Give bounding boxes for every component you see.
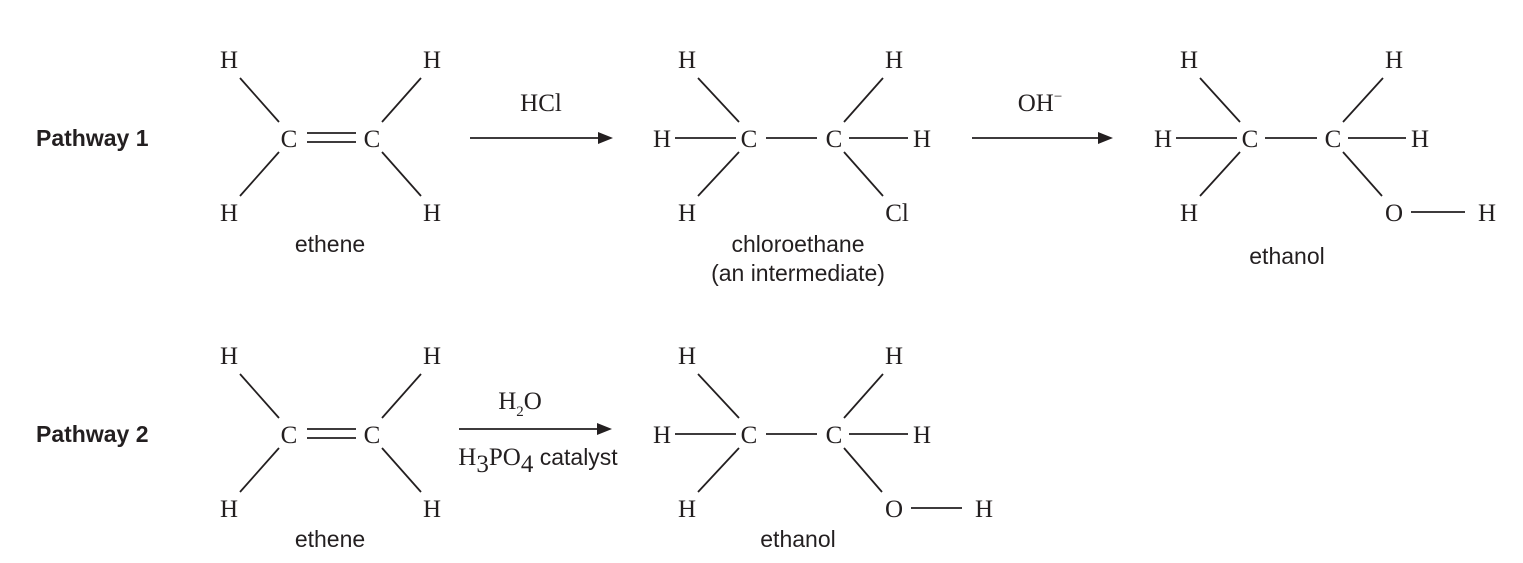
bond — [239, 151, 280, 197]
chloroethane-h-left: H — [653, 126, 671, 153]
ethene-carbon-right: C — [364, 422, 381, 449]
chloroethane-carbon-right: C — [826, 126, 843, 153]
bond — [843, 373, 884, 419]
ethanol-carbon-right: C — [826, 422, 843, 449]
bond — [239, 447, 280, 493]
arrow-head — [598, 132, 613, 144]
pathway-1-chloroethane: H H H C C H H Cl chloroethane (an interm… — [653, 47, 931, 286]
bond — [381, 151, 422, 197]
bond — [697, 447, 740, 493]
catalyst-h-subscript: 3 — [476, 451, 489, 478]
catalyst-o-subscript: 4 — [521, 451, 534, 478]
chloroethane-h-top-right: H — [885, 47, 903, 74]
pathway-2-arrow-hydration: H2O H3PO4 catalyst — [458, 388, 618, 478]
ethanol-h-right: H — [1411, 126, 1429, 153]
arrow-reagent-hydroxide: OH− — [1018, 89, 1063, 117]
pathway-1-arrow-hydroxide: OH− — [972, 89, 1113, 144]
chloroethane-carbon-left: C — [741, 126, 758, 153]
bond — [697, 77, 740, 123]
bond — [697, 373, 740, 419]
reagent-hydroxide-base: OH — [1018, 90, 1054, 117]
water-subscript: 2 — [516, 404, 524, 420]
ethene-carbon-left: C — [281, 422, 298, 449]
chloroethane-h-right: H — [913, 126, 931, 153]
bond — [1342, 151, 1383, 197]
pathway-2-ethene: H H C C H H ethene — [220, 343, 441, 552]
catalyst-h: H — [458, 444, 476, 471]
pathway-1-label: Pathway 1 — [36, 125, 149, 151]
pathway-1: Pathway 1 H H C C H H ethene HCl H H — [36, 47, 1496, 286]
reagent-hydroxide-charge: − — [1054, 89, 1062, 105]
ethene-h-bottom-right: H — [423, 200, 441, 227]
ethanol-h-top-left: H — [1180, 47, 1198, 74]
arrow-head — [597, 423, 612, 435]
ethanol-h-left: H — [653, 422, 671, 449]
ethene-h-bottom-left: H — [220, 496, 238, 523]
ethanol-h-bottom-left: H — [678, 496, 696, 523]
ethanol-h-top-left: H — [678, 343, 696, 370]
ethanol-h-top-right: H — [1385, 47, 1403, 74]
bond — [843, 447, 883, 493]
pathway-2-label: Pathway 2 — [36, 421, 149, 447]
bond — [239, 373, 280, 419]
chloroethane-caption: chloroethane — [732, 231, 865, 257]
ethanol-oxygen: O — [885, 496, 903, 523]
ethene-h-bottom-right: H — [423, 496, 441, 523]
bond — [239, 77, 280, 123]
ethanol-oxygen: O — [1385, 200, 1403, 227]
arrow-reagent-water: H2O — [498, 388, 542, 420]
chloroethane-chlorine: Cl — [885, 200, 909, 227]
ethene-caption: ethene — [295, 231, 365, 257]
bond — [381, 447, 422, 493]
bond — [1199, 77, 1241, 123]
ethene-h-top-left: H — [220, 47, 238, 74]
chloroethane-h-bottom-left: H — [678, 200, 696, 227]
ethanol-h-top-right: H — [885, 343, 903, 370]
ethanol-caption: ethanol — [1249, 243, 1324, 269]
bond — [697, 151, 740, 197]
chloroethane-h-top-left: H — [678, 47, 696, 74]
ethanol-h-right: H — [913, 422, 931, 449]
bond — [381, 373, 422, 419]
ethene-h-top-right: H — [423, 47, 441, 74]
pathway-1-ethanol: H H H C C H H O H ethanol — [1154, 47, 1496, 269]
ethanol-carbon-right: C — [1325, 126, 1342, 153]
ethene-h-bottom-left: H — [220, 200, 238, 227]
pathway-2-ethanol: H H H C C H H O H ethanol — [653, 343, 993, 552]
catalyst-word: catalyst — [533, 444, 618, 470]
ethene-carbon-left: C — [281, 126, 298, 153]
bond — [843, 151, 884, 197]
chloroethane-subcaption: (an intermediate) — [711, 260, 885, 286]
bond — [843, 77, 884, 123]
ethene-h-top-right: H — [423, 343, 441, 370]
ethene-carbon-right: C — [364, 126, 381, 153]
ethene-h-top-left: H — [220, 343, 238, 370]
ethanol-carbon-left: C — [741, 422, 758, 449]
catalyst-po: PO — [489, 444, 521, 471]
pathway-1-arrow-hcl: HCl — [470, 90, 613, 144]
ethanol-carbon-left: C — [1242, 126, 1259, 153]
ethanol-hydroxyl-h: H — [975, 496, 993, 523]
pathway-2: Pathway 2 H H C C H H ethene H2O H3PO4 c… — [36, 343, 993, 552]
water-h: H — [498, 388, 516, 415]
ethanol-h-left: H — [1154, 126, 1172, 153]
pathway-1-ethene: H H C C H H ethene — [220, 47, 441, 257]
bond — [1199, 151, 1241, 197]
ethene-caption: ethene — [295, 526, 365, 552]
ethanol-hydroxyl-h: H — [1478, 200, 1496, 227]
ethanol-h-bottom-left: H — [1180, 200, 1198, 227]
arrow-reagent-catalyst: H3PO4 catalyst — [458, 444, 618, 478]
bond — [381, 77, 422, 123]
water-o: O — [524, 388, 542, 415]
arrow-reagent-hcl: HCl — [520, 90, 562, 117]
arrow-head — [1098, 132, 1113, 144]
bond — [1342, 77, 1384, 123]
ethanol-caption: ethanol — [760, 526, 835, 552]
